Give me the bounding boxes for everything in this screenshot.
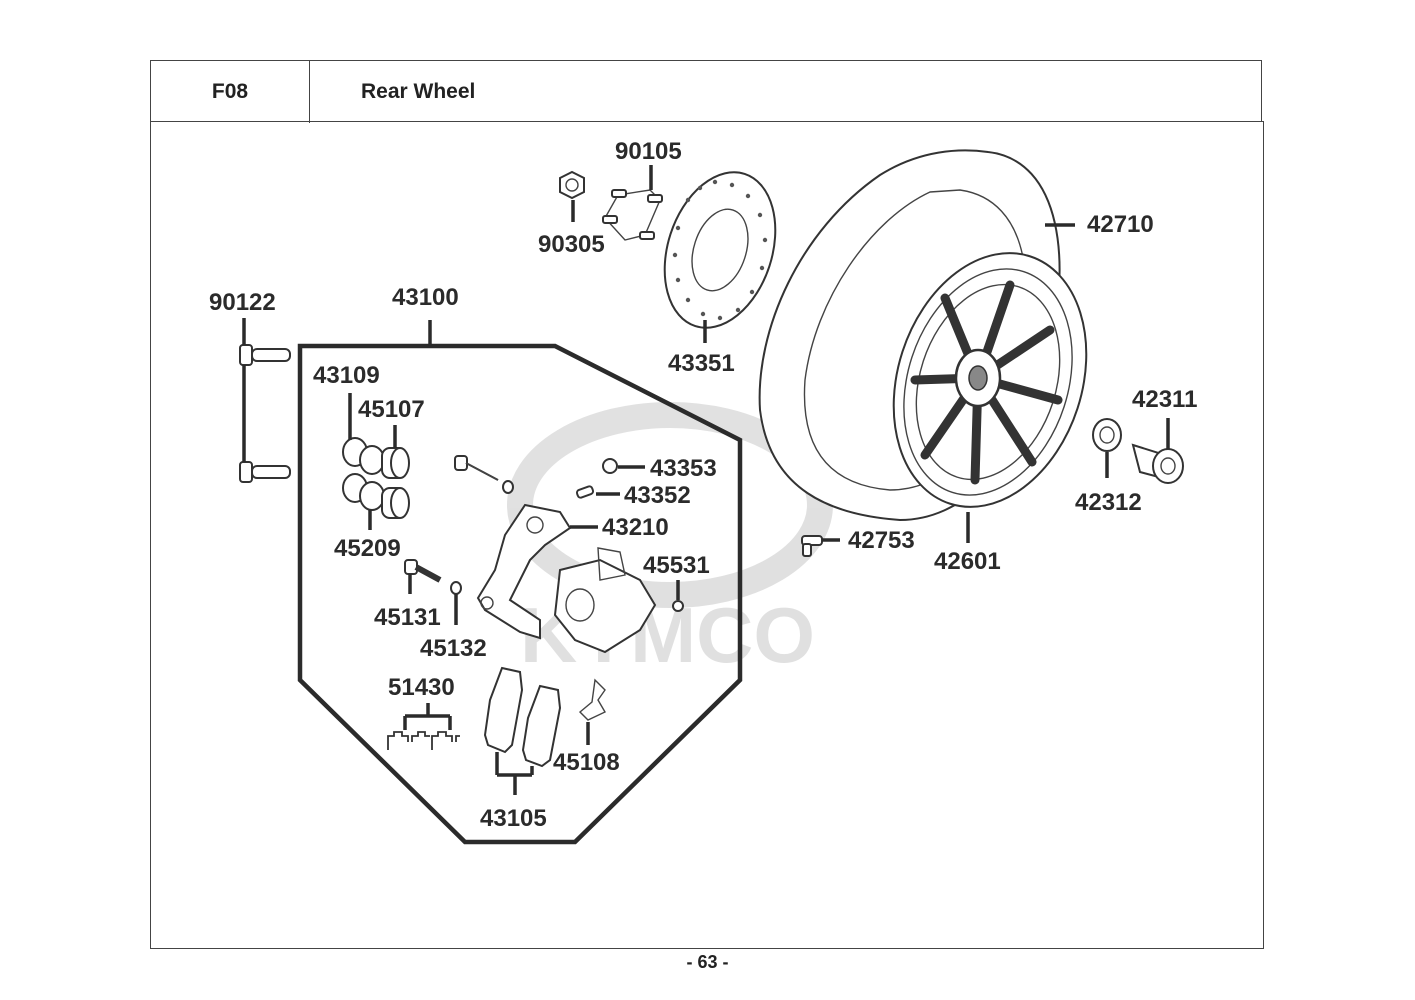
- part-label-43352: 43352: [624, 482, 691, 509]
- pad-spring-45108: [578, 678, 606, 721]
- part-label-43353: 43353: [650, 455, 717, 482]
- rim-42601: [892, 252, 1088, 508]
- part-label-42710: 42710: [1087, 211, 1154, 238]
- part-label-43351: 43351: [668, 350, 735, 377]
- valve-42753: [801, 535, 823, 557]
- seals-43109-45209: [342, 437, 385, 511]
- part-label-43100: 43100: [392, 284, 459, 311]
- bleeder-screw-43352: [575, 485, 595, 499]
- part-label-45108: 45108: [553, 749, 620, 776]
- part-label-43210: 43210: [602, 514, 669, 541]
- part-number-labels: 90105 90305 42710 90122 43100 43351 4310…: [209, 138, 1197, 832]
- part-label-42312: 42312: [1075, 489, 1142, 516]
- part-label-90105: 90105: [615, 138, 682, 165]
- pad-pins-51430: [387, 731, 460, 750]
- pistons-45107: [381, 447, 410, 519]
- part-label-45107: 45107: [358, 396, 425, 423]
- screw-45531: [672, 600, 684, 612]
- diagram-frame: [150, 121, 1264, 949]
- collar-42311: [1131, 443, 1184, 484]
- part-label-42311: 42311: [1132, 386, 1197, 413]
- part-label-51430: 51430: [388, 674, 455, 701]
- leader-lines: [242, 165, 1170, 795]
- part-label-45131: 45131: [374, 604, 441, 631]
- caliper-body: [553, 547, 657, 654]
- brake-pads-43105: [483, 666, 562, 768]
- kymco-watermark: KYMCO: [507, 402, 833, 679]
- part-label-90305: 90305: [538, 231, 605, 258]
- part-label-42601: 42601: [934, 548, 1001, 575]
- section-header: F08 Rear Wheel: [150, 60, 1262, 123]
- section-code: F08: [151, 61, 310, 123]
- bolts-90122: [239, 344, 291, 483]
- page-number: - 63 -: [686, 952, 729, 972]
- part-label-43105: 43105: [480, 805, 547, 832]
- part-label-43109: 43109: [313, 362, 380, 389]
- caliper-bracket-43210: [476, 503, 572, 640]
- section-title: Rear Wheel: [361, 80, 476, 103]
- part-label-90122: 90122: [209, 289, 276, 316]
- caliper-assembly-outline: [297, 343, 743, 845]
- part-label-45531: 45531: [643, 552, 710, 579]
- part-label-45209: 45209: [334, 535, 401, 562]
- part-label-45132: 45132: [420, 635, 487, 662]
- bleeder-cap-43353: [602, 458, 618, 474]
- brake-disc-43351: [663, 171, 777, 329]
- axle-nut-90305: [559, 170, 585, 200]
- slide-pins-45131-45132: [404, 455, 514, 595]
- part-label-42753: 42753: [848, 527, 915, 554]
- disc-bolts-90105: [602, 189, 663, 241]
- collar-42312: [1092, 418, 1122, 452]
